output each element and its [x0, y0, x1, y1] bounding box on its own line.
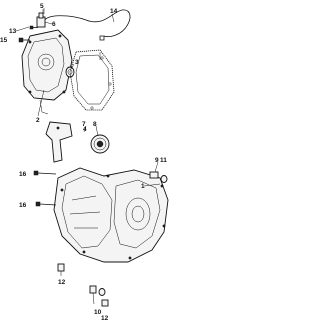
- washer: [98, 288, 106, 296]
- callout-9: 9: [155, 157, 159, 164]
- callout-13: 13: [9, 28, 17, 35]
- bolt: [18, 37, 24, 43]
- washer: [160, 175, 168, 183]
- callout-7: 7: [82, 121, 86, 128]
- callout-2: 2: [36, 117, 40, 124]
- cover-plate: [21, 29, 73, 101]
- callout-16-upper: 16: [19, 171, 27, 178]
- callout-16-lower: 16: [19, 202, 27, 209]
- callout-11: 11: [160, 157, 167, 164]
- callout-10: 10: [94, 309, 102, 316]
- callout-4: 4: [83, 126, 87, 133]
- bracket: [45, 121, 73, 163]
- callout-6: 6: [52, 21, 56, 28]
- parts-diagram: 1 2 3 4 5 6 7 8 9 10 11 12 12 13 14 15 1…: [0, 3, 169, 320]
- drain-plug: [89, 285, 97, 294]
- bolt: [33, 170, 39, 176]
- callout-1: 1: [141, 183, 145, 190]
- callout-12-lower: 12: [101, 315, 109, 320]
- callout-14: 14: [110, 8, 118, 15]
- callout-15: 15: [0, 37, 8, 44]
- callout-5: 5: [40, 3, 44, 10]
- bolt: [35, 201, 41, 207]
- fitting: [36, 16, 46, 28]
- plug: [57, 263, 65, 272]
- plug: [101, 299, 109, 307]
- hose: [43, 9, 131, 38]
- bolt: [29, 25, 34, 30]
- callout-8: 8: [93, 121, 97, 128]
- callout-12-upper: 12: [58, 279, 66, 286]
- gasket: [69, 49, 115, 111]
- callout-3: 3: [75, 59, 79, 66]
- plug: [149, 171, 159, 179]
